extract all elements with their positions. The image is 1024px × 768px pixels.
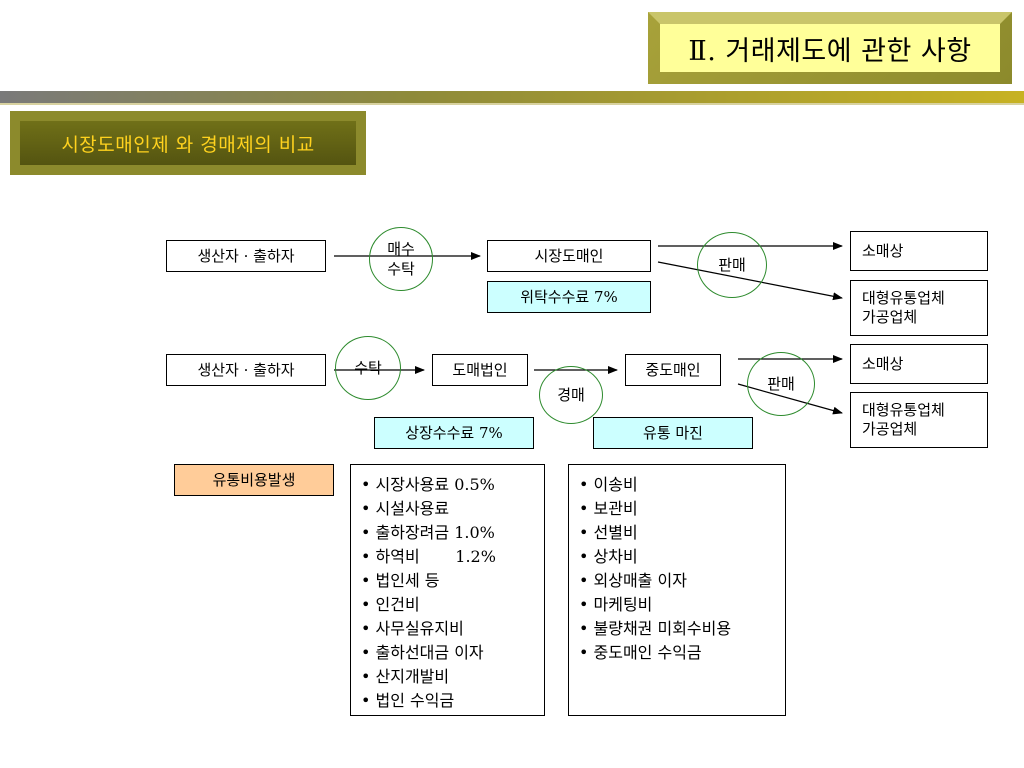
retailer-box-row2: 소매상 (850, 344, 988, 384)
large-distributor-box-row1: 대형유통업체 가공업체 (850, 280, 988, 336)
list-item: • 시장사용료 0.5% (361, 475, 495, 494)
box-line: 가공업체 (862, 420, 918, 438)
sale-circle-row1: 판매 (697, 232, 767, 298)
producer-box-row2: 생산자 · 출하자 (166, 354, 326, 386)
list-item: • 출하장려금 1.0% (361, 523, 495, 542)
list-item: • 불량채권 미회수비용 (579, 619, 732, 638)
cost-list-middle-wholesaler: • 이송비 • 보관비 • 선별비 • 상차비 • 외상매출 이자 • 마케팅비… (568, 464, 786, 716)
list-item: • 마케팅비 (579, 595, 653, 614)
list-item: • 출하선대금 이자 (361, 643, 484, 662)
list-item: • 하역비 1.2% (361, 547, 496, 566)
section-title: 시장도매인제 와 경매제의 비교 (20, 121, 356, 165)
list-item: • 인건비 (361, 595, 420, 614)
list-item: • 사무실유지비 (361, 619, 464, 638)
auction-circle: 경매 (539, 366, 603, 424)
consign-purchase-circle: 매수 수탁 (369, 227, 433, 291)
sale-circle-row2: 판매 (747, 352, 815, 416)
cost-label-box: 유통비용발생 (174, 464, 334, 496)
list-item: • 상차비 (579, 547, 638, 566)
large-distributor-box-row2: 대형유통업체 가공업체 (850, 392, 988, 448)
list-item: • 산지개발비 (361, 667, 450, 686)
retailer-box-row1: 소매상 (850, 231, 988, 271)
header-divider-highlight (0, 103, 1024, 105)
cost-list-auction: • 시장사용료 0.5% • 시설사용료 • 출하장려금 1.0% • 하역비 … (350, 464, 545, 716)
list-item: • 외상매출 이자 (579, 571, 687, 590)
commission-fee-box: 위탁수수료 7% (487, 281, 651, 313)
market-wholesaler-box: 시장도매인 (487, 240, 651, 272)
box-line: 대형유통업체 (862, 401, 945, 419)
list-item: • 법인 수익금 (361, 691, 455, 710)
list-item: • 중도매인 수익금 (579, 643, 702, 662)
list-item: • 보관비 (579, 499, 638, 518)
middle-wholesaler-box: 중도매인 (625, 354, 721, 386)
producer-box-row1: 생산자 · 출하자 (166, 240, 326, 272)
page-title: Ⅱ. 거래제도에 관한 사항 (660, 24, 1000, 72)
title-badge: Ⅱ. 거래제도에 관한 사항 (648, 12, 1012, 84)
list-item: • 법인세 등 (361, 571, 440, 590)
distribution-margin-box: 유통 마진 (593, 417, 753, 449)
list-item: • 시설사용료 (361, 499, 450, 518)
box-line: 가공업체 (862, 308, 918, 326)
circle-label: 경매 (557, 386, 585, 404)
circle-label: 판매 (718, 256, 746, 274)
consign-circle: 수탁 (335, 336, 401, 400)
circle-label: 수탁 (354, 359, 382, 377)
circle-line: 매수 (387, 240, 415, 258)
wholesale-corp-box: 도매법인 (432, 354, 528, 386)
listing-fee-box: 상장수수료 7% (374, 417, 534, 449)
box-line: 대형유통업체 (862, 289, 945, 307)
section-badge: 시장도매인제 와 경매제의 비교 (10, 111, 366, 175)
header-divider (0, 91, 1024, 103)
list-item: • 이송비 (579, 475, 638, 494)
list-item: • 선별비 (579, 523, 638, 542)
circle-label: 판매 (767, 375, 795, 393)
circle-line: 수탁 (387, 260, 415, 278)
